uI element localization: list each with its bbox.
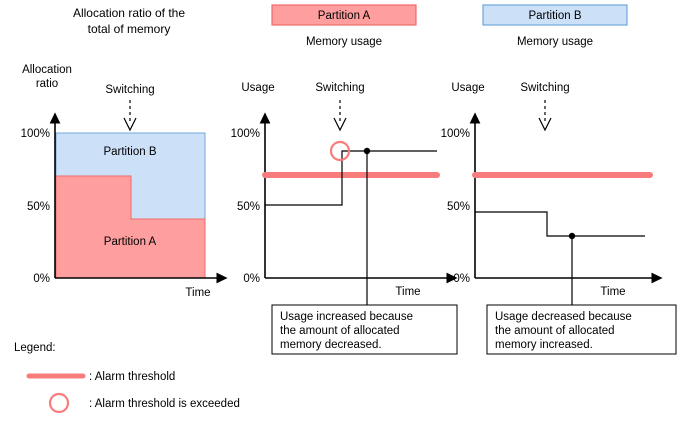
chart1-ytick-0: 0% bbox=[33, 273, 50, 285]
chart2-header-label: Partition A bbox=[318, 10, 371, 22]
chart3-y-axis-label: Usage bbox=[451, 82, 484, 94]
chart2-callout-line1: Usage increased because bbox=[280, 311, 413, 323]
chart1-partition-b-label: Partition B bbox=[103, 146, 156, 158]
chart2-switching-arrow-head bbox=[333, 117, 347, 132]
chart2-x-axis-label: Time bbox=[395, 286, 420, 298]
legend-heading: Legend: bbox=[14, 342, 56, 354]
legend-alarm-exceeded-circle-icon bbox=[48, 392, 70, 414]
chart2-ytick-50: 50% bbox=[237, 201, 260, 213]
chart3-switching-arrow-head bbox=[538, 117, 552, 132]
chart1-y-axis-label-line1: Allocation bbox=[22, 64, 72, 76]
chart3-callout-line1: Usage decreased because bbox=[495, 311, 632, 323]
chart1-switching-arrow-head bbox=[123, 117, 137, 132]
chart3-subtitle: Memory usage bbox=[517, 36, 593, 48]
chart3-usage-step-line bbox=[475, 211, 645, 237]
chart3-ytick-50: 50% bbox=[447, 201, 470, 213]
chart2-ytick-0: 0% bbox=[243, 273, 260, 285]
chart2-alarm-exceeded-circle-icon bbox=[329, 140, 351, 162]
chart3-callout-line2: the amount of allocated bbox=[495, 325, 615, 337]
chart3-switching-label: Switching bbox=[520, 82, 569, 94]
chart1-title-line2: total of memory bbox=[88, 22, 171, 36]
chart2-callout-line3: memory decreased. bbox=[280, 339, 382, 351]
chart1-title-line1: Allocation ratio of the bbox=[73, 6, 185, 20]
chart2-y-axis-label: Usage bbox=[241, 82, 274, 94]
chart3-callout-line3: memory increased. bbox=[495, 339, 593, 351]
chart2-callout-box bbox=[271, 304, 458, 355]
chart3-header-box bbox=[482, 4, 628, 26]
chart1-switching-label: Switching bbox=[105, 84, 154, 96]
chart1-y-axis-label-line2: ratio bbox=[36, 78, 58, 90]
chart2-usage-step-line bbox=[265, 150, 437, 206]
chart2-switching-label: Switching bbox=[315, 82, 364, 94]
chart2-header-box bbox=[271, 4, 417, 26]
chart2-subtitle: Memory usage bbox=[306, 36, 382, 48]
chart2-callout-line2: the amount of allocated bbox=[280, 325, 400, 337]
chart1-partition-a-label: Partition A bbox=[104, 236, 157, 248]
chart2-ytick-100: 100% bbox=[231, 128, 260, 140]
chart3-ytick-0: 0% bbox=[453, 273, 470, 285]
chart3-callout-box bbox=[486, 304, 677, 355]
legend-item-0-label: : Alarm threshold bbox=[89, 371, 175, 383]
chart3-header-label: Partition B bbox=[528, 10, 581, 22]
chart1-ytick-100: 100% bbox=[21, 128, 50, 140]
chart3-ytick-100: 100% bbox=[441, 128, 470, 140]
chart1-ytick-50: 50% bbox=[27, 201, 50, 213]
chart3-x-axis-label: Time bbox=[600, 286, 625, 298]
legend-item-1-label: : Alarm threshold is exceeded bbox=[89, 398, 240, 410]
chart1-x-axis-label: Time bbox=[185, 287, 210, 299]
